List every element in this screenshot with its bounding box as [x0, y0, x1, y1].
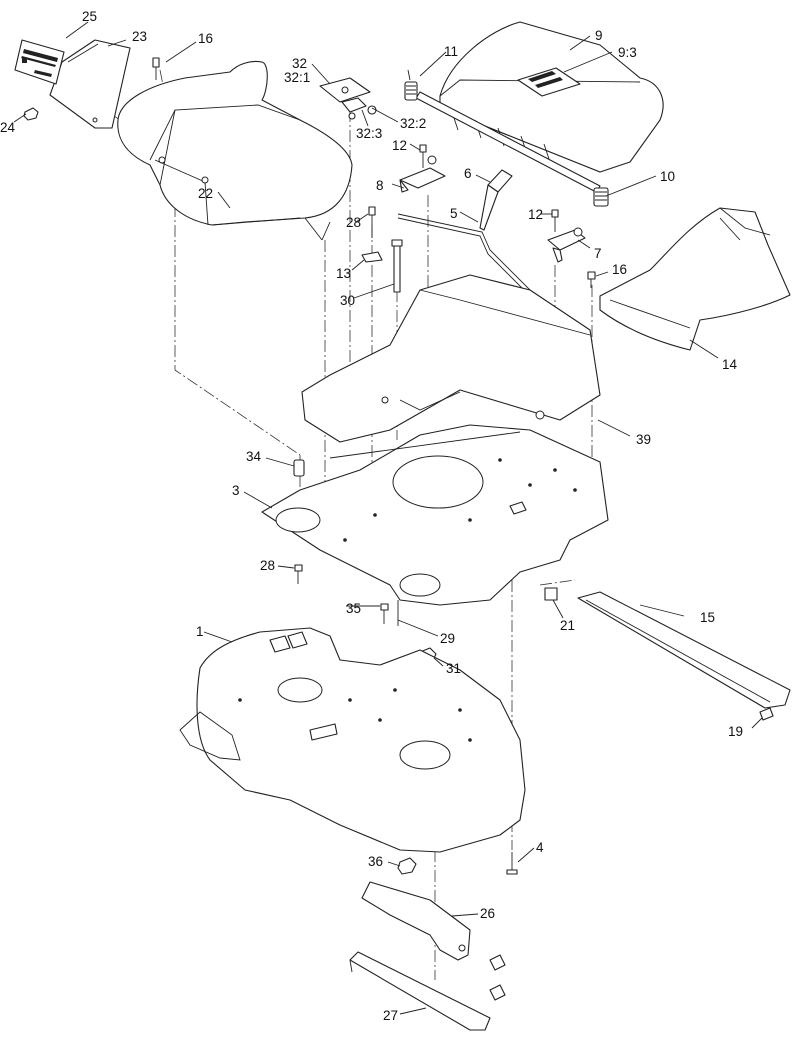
callout-1: 1 [196, 624, 204, 639]
part-4-bolt [506, 852, 518, 875]
part-36-nut [397, 857, 417, 875]
callout-30: 30 [340, 293, 355, 308]
callout-19: 19 [728, 724, 743, 739]
callout-5: 5 [450, 206, 458, 221]
part-23-plate [49, 39, 131, 129]
part-22-shroud [117, 60, 353, 241]
callout-11: 11 [444, 44, 458, 59]
callout-14: 14 [722, 357, 738, 372]
part-24-fastener [23, 107, 39, 121]
callout-16: 16 [198, 31, 213, 46]
part-21-bushing [544, 587, 558, 601]
part-26-bracket [361, 881, 471, 961]
part-14-discharge-chute [599, 207, 791, 351]
part-28-bolt-a [368, 206, 376, 238]
part-34-spacer [293, 459, 305, 477]
callout-32-2: 32:2 [400, 116, 426, 131]
part-39-deck-cover [301, 274, 601, 443]
callout-12-b: 12 [528, 207, 543, 222]
part-1-mower-deck [179, 627, 526, 853]
callout-10: 10 [660, 169, 675, 184]
part-3-deck-plate [261, 424, 609, 606]
callout-16-b: 16 [612, 262, 627, 277]
part-7-bracket [547, 227, 586, 263]
callout-32-1: 32:1 [284, 70, 310, 85]
part-6-handle [479, 169, 513, 231]
callout-29: 29 [440, 631, 455, 646]
leader-lines [13, 21, 763, 1015]
callout-32-3: 32:3 [356, 126, 382, 141]
callout-26: 26 [480, 906, 495, 921]
part-13-clip [361, 251, 383, 263]
callout-35: 35 [346, 601, 361, 616]
callout-9: 9 [595, 28, 603, 43]
part-25-decal [14, 39, 65, 85]
callout-13: 13 [336, 266, 351, 281]
callout-32: 32 [292, 56, 307, 71]
part-10-spring [593, 187, 609, 207]
callout-23: 23 [132, 29, 147, 44]
callout-39: 39 [636, 432, 651, 447]
callout-labels: 25 23 16 24 22 32 32:1 32:3 32:2 11 9 9:… [0, 9, 743, 1023]
callout-3: 3 [232, 483, 240, 498]
callout-7: 7 [594, 246, 602, 261]
callout-6: 6 [464, 166, 472, 181]
part-11-spring [404, 69, 418, 101]
part-19-screw [759, 707, 774, 721]
callout-4: 4 [536, 840, 544, 855]
callout-8: 8 [376, 178, 384, 193]
callout-28-b: 28 [260, 558, 275, 573]
part-28-bolt-b [294, 564, 303, 584]
callout-15: 15 [700, 610, 715, 625]
part-16-bolt-b [587, 271, 596, 288]
callout-31: 31 [446, 661, 461, 676]
callout-28-a: 28 [346, 215, 361, 230]
callout-21: 21 [560, 618, 575, 633]
callout-22: 22 [198, 186, 213, 201]
part-12-bolt-b [551, 209, 559, 232]
callout-27: 27 [383, 1008, 398, 1023]
callout-34: 34 [246, 449, 262, 464]
callout-12-a: 12 [392, 138, 407, 153]
callout-24: 24 [0, 120, 16, 135]
part-8-bracket [399, 155, 446, 193]
part-32-bracket [319, 77, 377, 120]
part-30-pin [391, 239, 403, 293]
part-35-bolt [380, 603, 389, 624]
part-12-bolt-a [419, 144, 427, 168]
part-15-baffle [577, 591, 791, 709]
callout-9-3: 9:3 [618, 45, 637, 60]
part-16-bolt-a [152, 57, 160, 80]
part-27-bar [349, 951, 506, 1031]
callout-36: 36 [368, 854, 383, 869]
callout-25: 25 [82, 9, 97, 24]
